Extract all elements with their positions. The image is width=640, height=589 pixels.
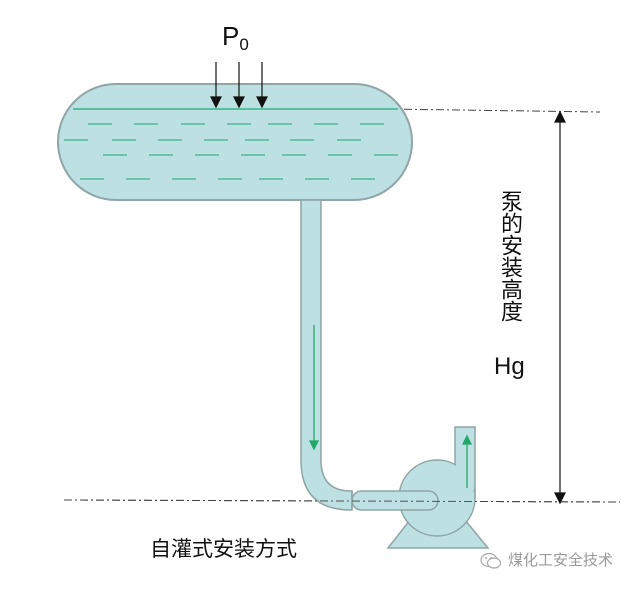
suction-pipe <box>300 199 353 511</box>
liquid-level-reference-line <box>387 108 601 113</box>
liquid-ripples <box>64 123 398 180</box>
storage-tank <box>57 83 413 201</box>
suction-flow-arrow <box>308 325 320 451</box>
pressure-label: P0 <box>222 22 249 59</box>
watermark-text: 煤化工安全技术 <box>508 551 614 569</box>
pressure-symbol: P <box>222 21 240 51</box>
wechat-icon <box>480 552 502 569</box>
height-dimension-arrow <box>554 110 566 505</box>
diagram-caption: 自灌式安装方式 <box>150 537 297 561</box>
installation-height-label: 泵的安装高度 <box>497 190 522 322</box>
pressure-subscript: 0 <box>239 35 249 54</box>
watermark: 煤化工安全技术 <box>480 549 613 571</box>
pressure-arrows <box>210 62 268 109</box>
discharge-flow-arrow <box>461 434 473 488</box>
pump-inlet-pipe <box>351 490 439 511</box>
height-symbol: Hg <box>494 353 525 380</box>
